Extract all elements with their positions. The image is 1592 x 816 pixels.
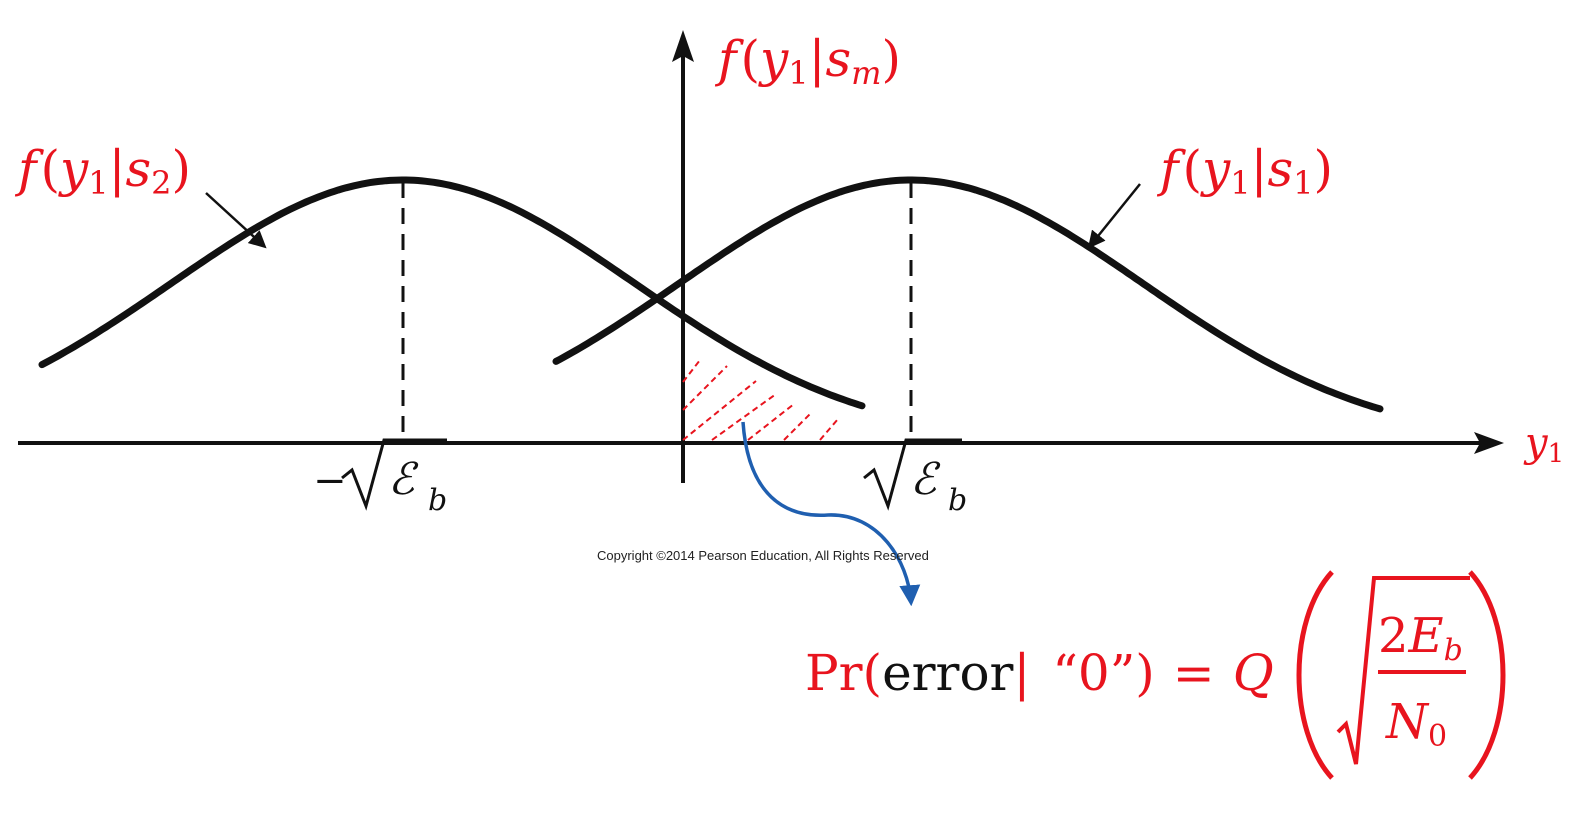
pointer-arrow-s2: [205, 192, 267, 249]
formula-sqrt: [1336, 576, 1470, 765]
formula-right-paren: [1468, 570, 1506, 780]
pdf-curve-s2: [38, 176, 866, 410]
svg-text:b: b: [948, 483, 967, 518]
pdf-curve-s1: [552, 176, 1384, 413]
curve-label-s2: f(y1|s2): [14, 140, 191, 202]
curve-label-s1: f(y1|s1): [1156, 140, 1333, 202]
callout-arrow: [741, 421, 921, 607]
svg-text:b: b: [428, 483, 447, 518]
x-axis-arrowhead: [1474, 432, 1504, 454]
sqrt-symbol: [341, 438, 447, 511]
error-probability-formula: Pr(error|“0”)=Q 2Eb N0: [805, 570, 1506, 780]
y-axis-arrowhead: [672, 30, 694, 62]
pointer-arrow-s1: [1087, 183, 1141, 249]
copyright-text: Copyright ©2014 Pearson Education, All R…: [597, 548, 929, 563]
svg-text:N0: N0: [1385, 694, 1447, 754]
svg-text:2Eb: 2Eb: [1378, 608, 1463, 668]
tick-label-neg-sqrt-eb: − ℰ b: [313, 438, 447, 518]
sqrt-symbol: [863, 438, 962, 511]
error-region-hatch: [682, 359, 839, 441]
svg-text:ℰ: ℰ: [910, 454, 941, 505]
formula-left-paren: [1296, 570, 1334, 780]
y-axis-label: f(y1|sm): [714, 30, 901, 92]
x-axis-label: y1: [1523, 420, 1564, 469]
svg-text:ℰ: ℰ: [388, 454, 419, 505]
svg-text:Pr(error|“0”)=Q: Pr(error|“0”)=Q: [805, 644, 1274, 702]
tick-label-sqrt-eb: ℰ b: [863, 438, 967, 518]
svg-text:−: −: [313, 458, 347, 504]
